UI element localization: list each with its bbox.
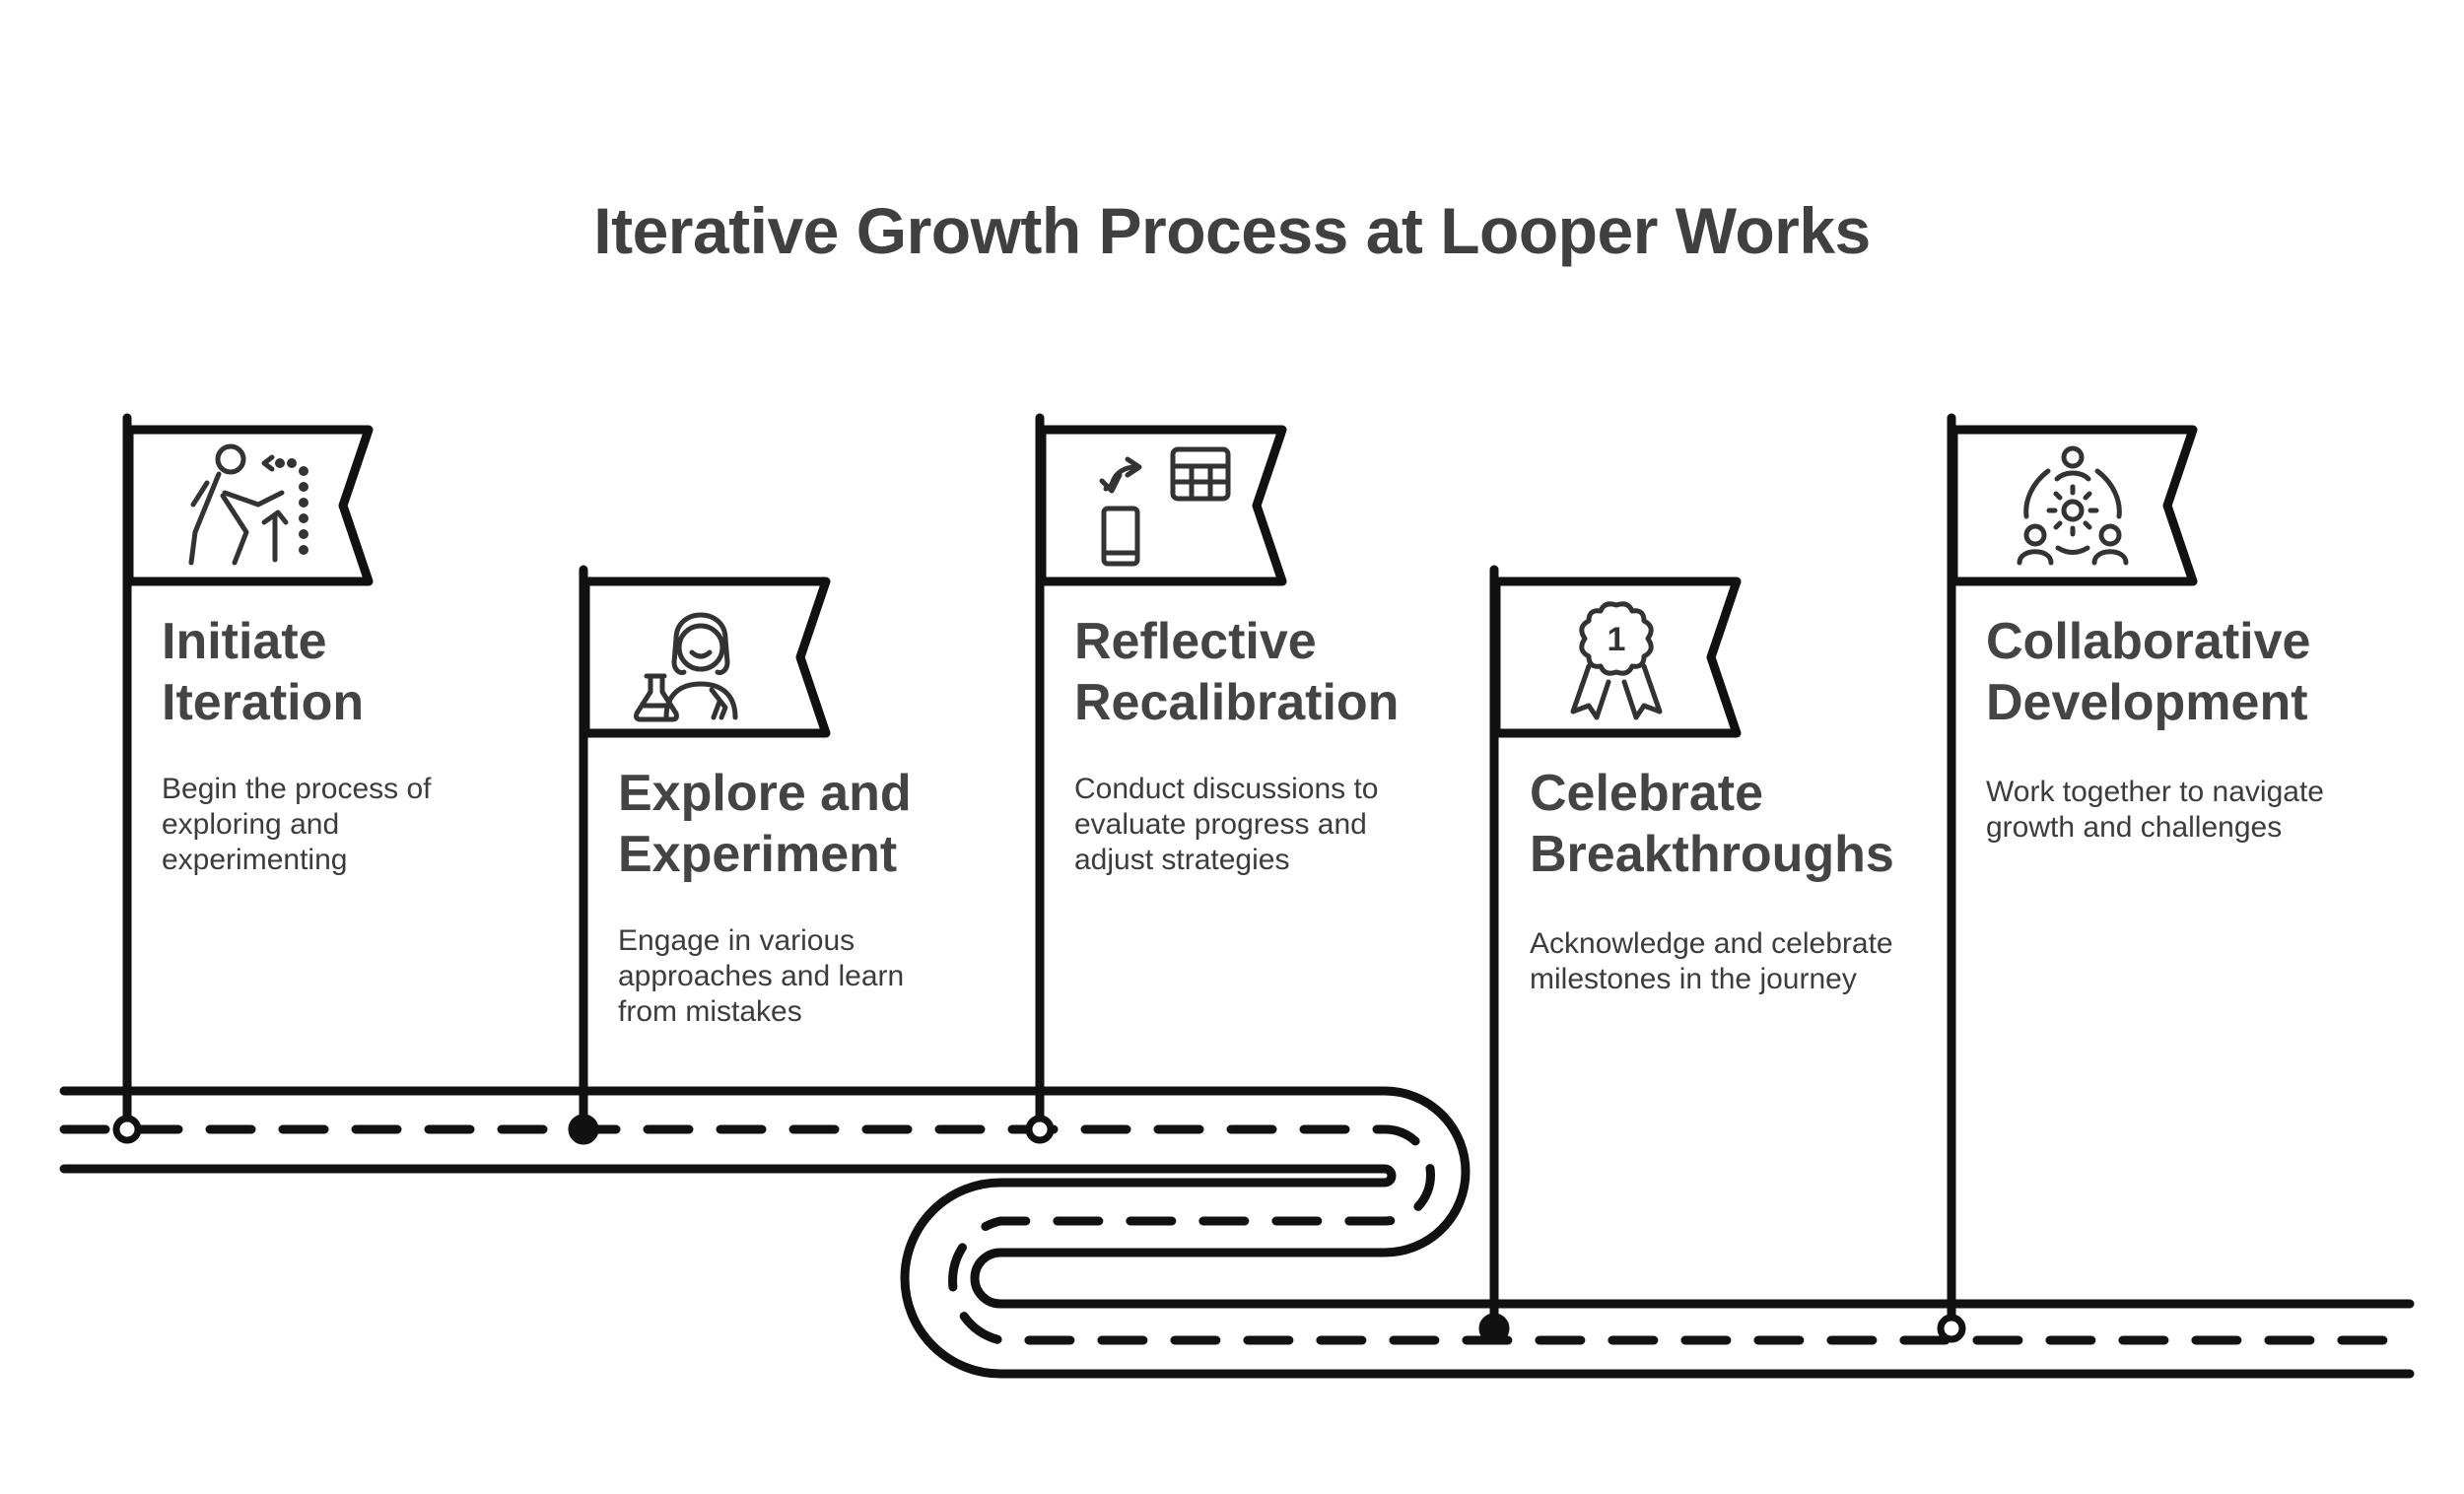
- flag-3: [1037, 425, 1287, 586]
- step-3-description-line-2: evaluate progress and: [1074, 808, 1367, 841]
- step-5-description-line-1: Work together to navigate: [1986, 776, 2324, 808]
- scientist-icon: [634, 612, 738, 722]
- road: [59, 1086, 2415, 1379]
- step-4-title-line-2: Breakthroughs: [1530, 826, 1894, 883]
- step-1-description-line-1: Begin the process of: [162, 773, 432, 805]
- step-2-description-line-3: from mistakes: [618, 995, 802, 1028]
- flag-4: [1491, 577, 1742, 738]
- step-2-title: Explore and Experiment: [618, 763, 912, 885]
- step-1-description-line-2: exploring and: [162, 808, 340, 841]
- step-4-description: Acknowledge and celebrate milestones in …: [1530, 926, 1893, 997]
- marker-5: [1937, 1314, 1966, 1343]
- flag-5: [1949, 425, 2198, 586]
- step-3-description-line-1: Conduct discussions to: [1074, 773, 1379, 805]
- marker-1: [112, 1115, 142, 1144]
- team-network-icon: [2017, 445, 2129, 566]
- step-5-description-line-2: growth and challenges: [1986, 811, 2283, 844]
- step-2-title-line-1: Explore and: [618, 765, 912, 822]
- step-2-description-line-1: Engage in various: [618, 924, 856, 957]
- award-ribbon-icon: [1570, 601, 1663, 720]
- step-4-description-line-2: milestones in the journey: [1530, 963, 1857, 995]
- marker-4: [1478, 1313, 1510, 1344]
- road-centerline: [59, 1124, 2415, 1345]
- flag-1: [124, 425, 374, 586]
- hiker-icon: [188, 443, 308, 566]
- step-3-description-line-3: adjust strategies: [1074, 844, 1290, 876]
- step-2-description: Engage in various approaches and learn f…: [618, 923, 904, 1030]
- step-1-title-line-2: Iteration: [162, 674, 365, 731]
- step-5-title-line-1: Collaborative: [1986, 613, 2311, 670]
- step-5-title: Collaborative Development: [1986, 611, 2310, 733]
- step-4-title: Celebrate Breakthroughs: [1530, 763, 1894, 885]
- road-edge-bottom: [59, 1164, 2415, 1379]
- step-3-description: Conduct discussions to evaluate progress…: [1074, 772, 1379, 878]
- step-4-title-line-1: Celebrate: [1530, 765, 1763, 822]
- step-1-title: Initiate Iteration: [162, 611, 364, 733]
- step-5-title-line-2: Development: [1986, 674, 2308, 731]
- marker-3: [1025, 1115, 1055, 1144]
- step-3-title-line-1: Reflective: [1074, 613, 1317, 670]
- pole-markers: [112, 1114, 1966, 1344]
- marker-2: [568, 1114, 599, 1145]
- step-1-description-line-3: experimenting: [162, 844, 348, 876]
- step-2-description-line-2: approaches and learn: [618, 960, 905, 992]
- road-edge-top: [59, 1086, 2415, 1309]
- step-1-description: Begin the process of exploring and exper…: [162, 772, 432, 878]
- step-1-title-line-1: Initiate: [162, 613, 327, 670]
- step-5-description: Work together to navigate growth and cha…: [1986, 775, 2324, 846]
- step-3-title: Reflective Recalibration: [1074, 611, 1399, 733]
- diagram-title: Iterative Growth Process at Looper Works: [593, 194, 1871, 267]
- award-number: 1: [1608, 621, 1626, 658]
- step-2-title-line-2: Experiment: [618, 826, 898, 883]
- recalibrate-icon: [1099, 446, 1231, 567]
- step-3-title-line-2: Recalibration: [1074, 674, 1400, 731]
- step-4-description-line-1: Acknowledge and celebrate: [1530, 927, 1893, 960]
